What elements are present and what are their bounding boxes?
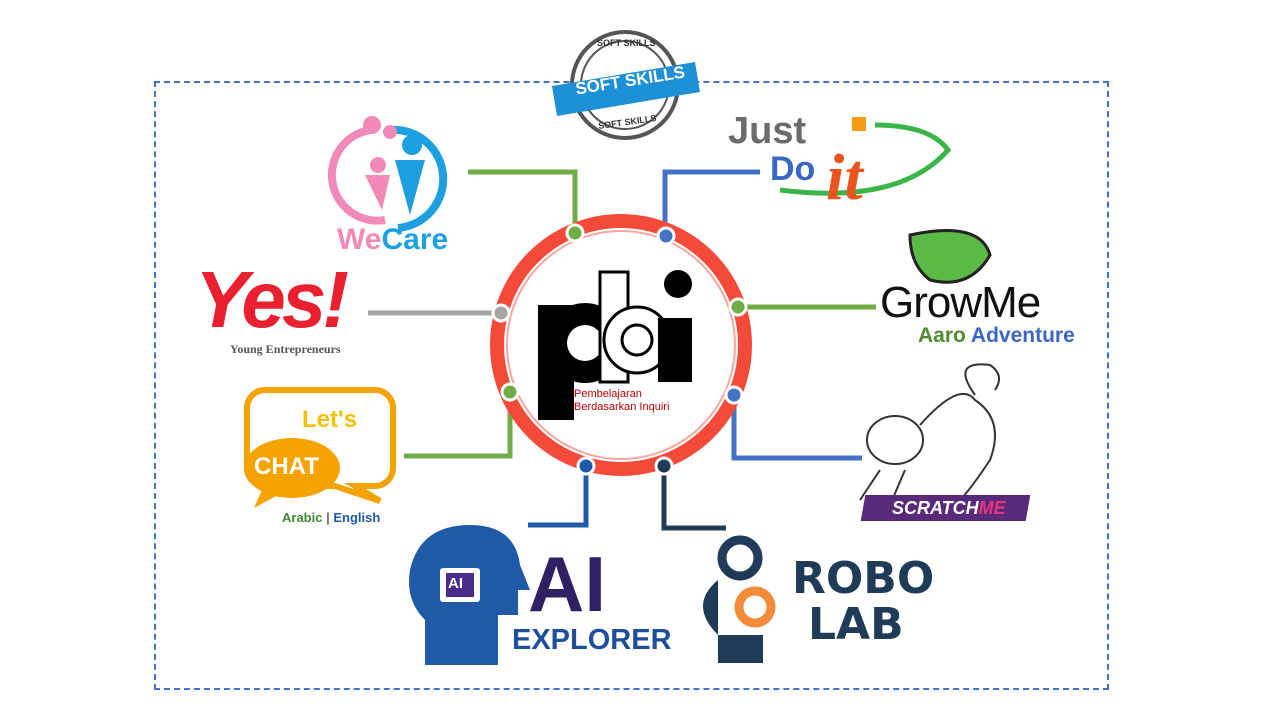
yes-subtitle: Young Entrepreneurs (230, 342, 341, 356)
wecare-logo-icon (327, 116, 448, 232)
justdoit-do: Do (770, 150, 816, 188)
letschat-lets: Let's (302, 406, 358, 433)
robo-line2: LAB (808, 599, 904, 650)
pbi-subtitle-line1: Pembelajaran (574, 388, 642, 400)
connector-justdoit (662, 169, 760, 236)
microscope-gear-icon (703, 535, 776, 663)
growme-aaro: Aaro (918, 324, 966, 347)
connector-ai (528, 466, 589, 528)
robo-line1: ROBO (792, 553, 935, 604)
chat-bubbles-icon (244, 387, 396, 508)
ai-head-icon (409, 525, 530, 665)
soft-skills-badge-icon (552, 30, 700, 140)
connector-letschat (404, 392, 513, 459)
growme-title: GrowMe (880, 278, 1041, 327)
dot-letschat (500, 382, 520, 402)
dot-growme (728, 297, 748, 317)
soft-skills-ring-top: SOFT SKILLS (597, 38, 656, 48)
justdoit-swoosh-icon (779, 122, 952, 196)
letschat-english: English (333, 510, 381, 525)
connector-robo (661, 466, 726, 531)
cat-illustration-icon (859, 363, 1000, 506)
ai-title: AI (528, 540, 606, 628)
connector-scratchme (731, 395, 862, 461)
yes-title: Yes! (195, 255, 349, 344)
leaf-icon (908, 229, 992, 284)
dot-ai (576, 456, 596, 476)
pbi-logo-icon (538, 270, 692, 420)
ai-subtitle: EXPLORER (512, 624, 672, 656)
wecare-we: We (337, 223, 382, 256)
pbi-subtitle: Pembelajaran Berdasarkan Inquiri (574, 388, 669, 414)
connector-wecare (468, 169, 578, 233)
scratchme-me: ME (978, 498, 1006, 518)
justdoit-it: it (826, 141, 863, 214)
dot-yes (491, 303, 511, 323)
dot-wecare (565, 223, 585, 243)
dot-scratchme (724, 385, 744, 405)
pbi-subtitle-line2: Berdasarkan Inquiri (574, 401, 670, 413)
justdoit-just: Just (728, 110, 807, 152)
letschat-chat: CHAT (254, 453, 319, 480)
letschat-separator: | (326, 510, 330, 525)
dot-justdoit (656, 226, 676, 246)
scratchme-scratch: SCRATCH (892, 498, 979, 518)
ai-chip-label: AI (448, 575, 463, 592)
dot-robo (654, 456, 674, 476)
letschat-arabic: Arabic (282, 510, 323, 525)
growme-adventure: Adventure (970, 324, 1075, 347)
wecare-care: Care (381, 223, 449, 256)
